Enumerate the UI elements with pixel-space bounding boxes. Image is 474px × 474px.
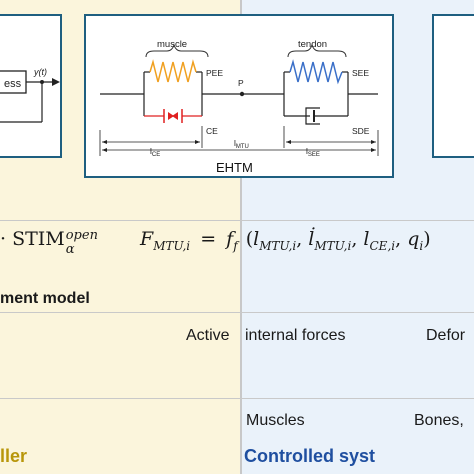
output-arrowhead bbox=[52, 78, 60, 86]
row-divider-1 bbox=[0, 220, 474, 221]
point-p-label: P bbox=[238, 78, 244, 88]
process-block-label: ess bbox=[4, 78, 22, 90]
dim-lsee-arrow-right bbox=[371, 140, 376, 144]
row-divider-3 bbox=[0, 398, 474, 399]
dim-lsee-arrow-left bbox=[286, 140, 291, 144]
tendon-label: tendon bbox=[298, 39, 327, 50]
ce-label: CE bbox=[206, 126, 218, 136]
muscle-brace bbox=[145, 43, 209, 58]
muscle-label: muscle bbox=[157, 39, 187, 50]
see-label: SEE bbox=[352, 68, 369, 78]
muscles-label: Muscles bbox=[246, 412, 305, 429]
point-p bbox=[239, 91, 245, 97]
force-equation: FMTU,i = ff (lMTU,i, l̇MTU,i, lCE,i, qi) bbox=[140, 228, 431, 253]
lsee-label: lSEE bbox=[306, 146, 320, 158]
row-divider-2 bbox=[0, 312, 474, 313]
pee-label: PEE bbox=[206, 68, 223, 78]
lmtu-label: lMTU bbox=[234, 138, 249, 150]
dim-lmtu-arrow-left bbox=[102, 148, 107, 152]
branch-point bbox=[40, 80, 44, 84]
ce-arrow-right bbox=[168, 112, 174, 120]
damper-cylinder bbox=[305, 107, 320, 125]
lce-label: lCE bbox=[150, 146, 160, 158]
internal-forces-label: internal forces bbox=[245, 327, 346, 344]
see-spring bbox=[289, 59, 343, 85]
dim-lmtu-arrow-right bbox=[371, 148, 376, 152]
controller-footer-label: ller bbox=[0, 446, 28, 466]
dim-lce-arrow-left bbox=[102, 140, 107, 144]
sde-label: SDE bbox=[352, 126, 370, 136]
active-label: Active bbox=[186, 327, 230, 344]
panel-divider bbox=[240, 0, 242, 474]
ehtm-title: EHTM bbox=[216, 160, 253, 175]
output-label: y(t) bbox=[33, 67, 47, 77]
controller-diagram-box: ess y(t) bbox=[0, 14, 62, 158]
bones-label: Bones, bbox=[414, 412, 464, 429]
ce-arrow-left bbox=[172, 112, 178, 120]
tendon-brace bbox=[287, 43, 347, 58]
ehtm-box: muscle tendon PEE CE P SEE bbox=[84, 14, 394, 178]
deformation-label: Defor bbox=[426, 327, 466, 344]
system-diagram-box bbox=[432, 14, 474, 158]
ehtm-diagram: muscle tendon PEE CE P SEE bbox=[99, 39, 379, 175]
controlled-system-footer-label: Controlled syst bbox=[244, 446, 376, 466]
controller-block-diagram: ess y(t) bbox=[0, 67, 60, 123]
pee-spring bbox=[149, 59, 197, 83]
activation-model-label: ment model bbox=[0, 290, 90, 307]
dim-lce-arrow-right bbox=[195, 140, 200, 144]
